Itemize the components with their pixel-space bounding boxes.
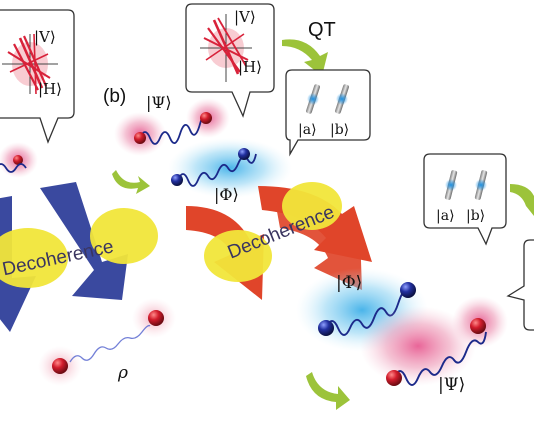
partial-bubble-right-edge bbox=[506, 239, 534, 331]
ket-psi-label-lower: |Ψ⟩ bbox=[438, 375, 465, 395]
ket-psi-label: |Ψ⟩ bbox=[146, 93, 172, 112]
ket-v-label-left: |V⟩ bbox=[34, 28, 56, 46]
faint-wave bbox=[69, 324, 151, 363]
blue-particle bbox=[318, 320, 334, 336]
curved-arrow-icon bbox=[282, 39, 328, 76]
entanglement-wave bbox=[0, 163, 27, 173]
red-particle bbox=[13, 155, 23, 165]
blue-arrow-left-2 bbox=[40, 182, 128, 300]
ket-b-label-right: |b⟩ bbox=[466, 208, 485, 224]
ket-a-label: |a⟩ bbox=[298, 122, 317, 138]
ket-h-label: |H⟩ bbox=[238, 58, 262, 76]
entanglement-wave bbox=[393, 331, 487, 386]
panel-b-label: (b) bbox=[103, 86, 126, 107]
red-particle bbox=[52, 358, 68, 374]
red-particle bbox=[386, 370, 402, 386]
cyan-glow bbox=[168, 138, 292, 198]
panel-b: (b) |V⟩ |H⟩ QT |a⟩ |b⟩ bbox=[103, 3, 534, 410]
qubit-bubble bbox=[285, 69, 371, 157]
ket-v-label: |V⟩ bbox=[234, 8, 256, 26]
qt-label: QT bbox=[308, 19, 336, 41]
curved-arrow-icon bbox=[510, 184, 534, 216]
polarization-cross-icon bbox=[200, 14, 252, 82]
curved-arrow-icon bbox=[112, 170, 150, 194]
polarization-cross-icon bbox=[2, 33, 58, 95]
blue-particle bbox=[238, 148, 250, 160]
blue-arrow-left-1 bbox=[0, 196, 36, 332]
red-particle bbox=[148, 310, 164, 326]
ket-h-label-left: |H⟩ bbox=[38, 80, 62, 98]
pink-glow bbox=[360, 306, 476, 386]
qubit-bubble-right bbox=[423, 153, 507, 246]
red-particle bbox=[200, 112, 212, 124]
entanglement-wave bbox=[139, 113, 209, 145]
rho-label: ρ bbox=[117, 363, 128, 383]
blue-particle bbox=[400, 282, 416, 298]
qubit-pair-icon bbox=[444, 170, 488, 200]
blue-particle bbox=[171, 174, 183, 186]
ket-phi-label-lower: |Φ⟩ bbox=[336, 273, 362, 293]
ket-phi-label: |Φ⟩ bbox=[214, 185, 239, 204]
curved-arrow-icon bbox=[306, 372, 350, 410]
red-particle bbox=[134, 132, 146, 144]
red-particle bbox=[470, 318, 486, 334]
ket-a-label-right: |a⟩ bbox=[436, 208, 455, 224]
left-panel: |V⟩ |H⟩ Decoherence ρ bbox=[0, 9, 176, 386]
qubit-pair-icon bbox=[306, 84, 349, 114]
ket-b-label: |b⟩ bbox=[330, 122, 349, 138]
